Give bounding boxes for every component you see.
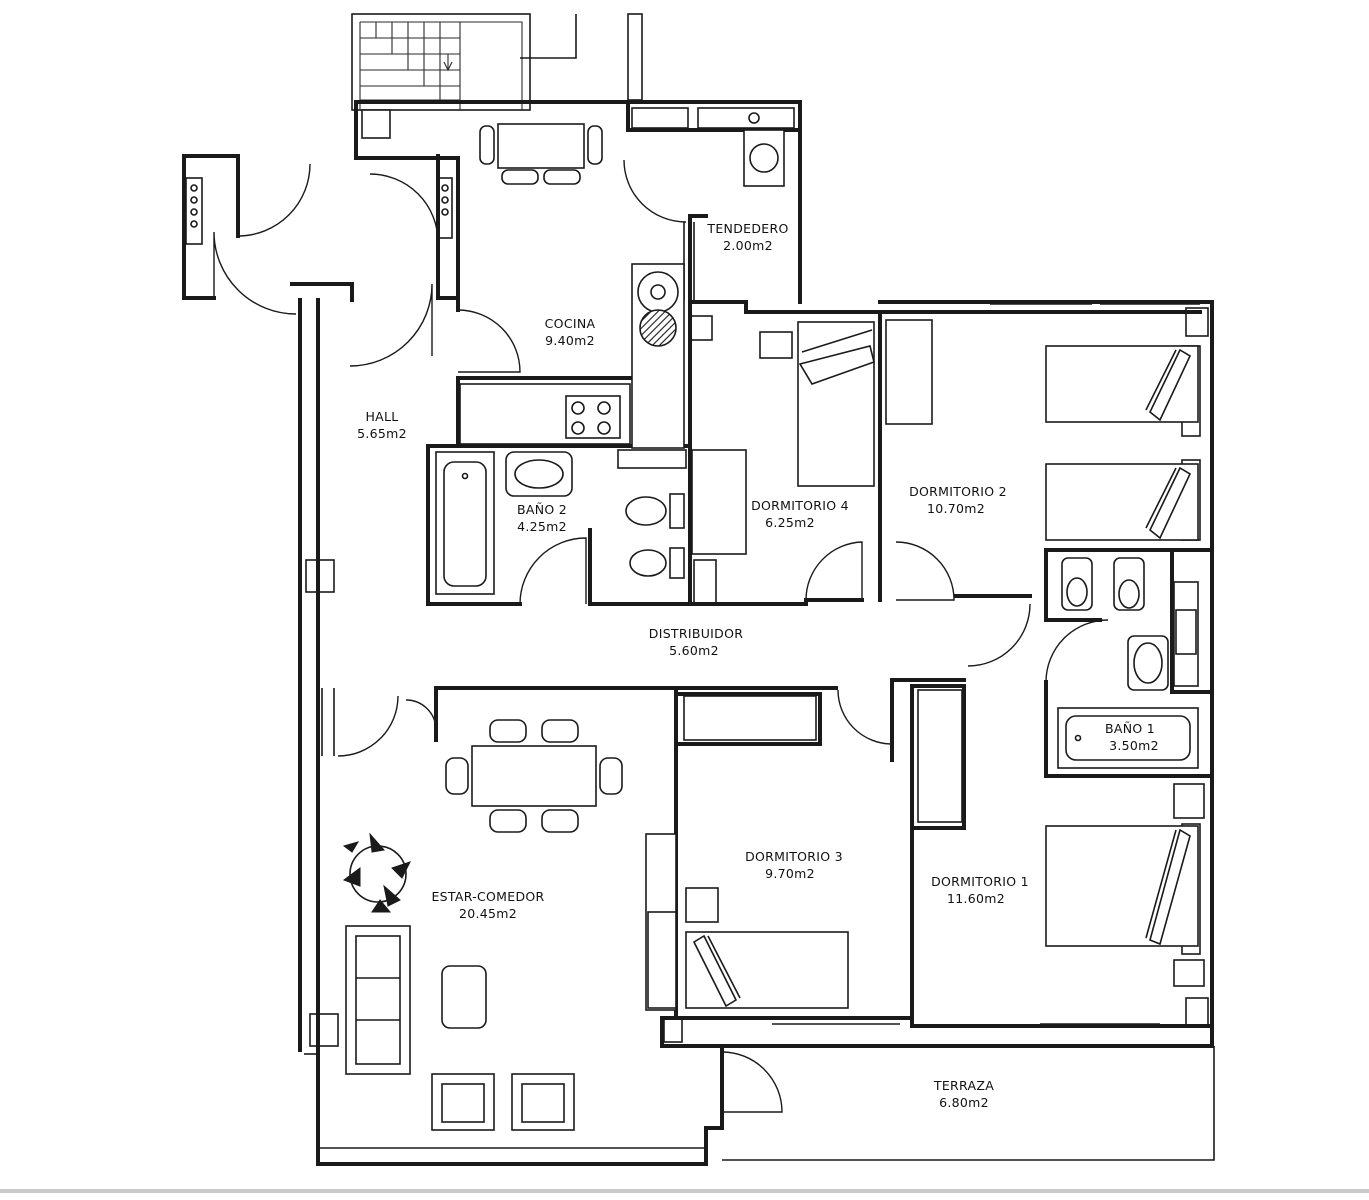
room-area-cocina: 9.40m2 (545, 333, 595, 348)
room-area-distribuidor: 5.60m2 (669, 643, 719, 658)
bed-icon (685, 887, 849, 1009)
room-area-bano1: 3.50m2 (1109, 738, 1159, 753)
room-area-dormitorio3: 9.70m2 (765, 866, 815, 881)
sink-icon (1127, 609, 1197, 691)
page-bottom-edge (0, 1189, 1369, 1193)
room-area-terraza: 6.80m2 (939, 1095, 989, 1110)
stairs-icon (351, 13, 643, 111)
bathtub-icon (435, 451, 495, 595)
room-area-bano2: 4.25m2 (517, 519, 567, 534)
washing-machine-icon (743, 112, 785, 187)
room-area-dormitorio1: 11.60m2 (947, 891, 1005, 906)
bed-icon (691, 321, 875, 555)
bed-icon (885, 319, 1199, 541)
room-name-estar-comedor: ESTAR-COMEDOR (431, 889, 544, 904)
dining-table (445, 719, 623, 833)
sofa-icon (345, 925, 411, 1075)
bathtub-icon (1057, 707, 1199, 769)
room-name-tendedero: TENDEDERO (706, 221, 788, 236)
room-labels: TENDEDERO 2.00m2 COCINA 9.40m2 HALL 5.65… (357, 221, 1159, 1110)
coffee-table (441, 965, 487, 1029)
room-name-dormitorio4: DORMITORIO 4 (751, 498, 849, 513)
armchair-icon (431, 1073, 575, 1131)
room-name-bano2: BAÑO 2 (517, 502, 567, 517)
potted-plant-icon (342, 832, 411, 913)
doors (213, 159, 1109, 1113)
sink-icon (505, 451, 573, 497)
room-name-terraza: TERRAZA (933, 1078, 994, 1093)
room-name-dormitorio1: DORMITORIO 1 (931, 874, 1029, 889)
room-name-hall: HALL (365, 409, 398, 424)
walls (182, 100, 1215, 1166)
kitchen-table (479, 123, 603, 185)
room-name-bano1: BAÑO 1 (1105, 721, 1155, 736)
room-area-dormitorio2: 10.70m2 (927, 501, 985, 516)
room-name-dormitorio2: DORMITORIO 2 (909, 484, 1007, 499)
room-name-dormitorio3: DORMITORIO 3 (745, 849, 843, 864)
toilet-icon (1061, 557, 1145, 611)
room-area-hall: 5.65m2 (357, 426, 407, 441)
room-area-tendedero: 2.00m2 (723, 238, 773, 253)
room-area-estar-comedor: 20.45m2 (459, 906, 517, 921)
room-area-dormitorio4: 6.25m2 (765, 515, 815, 530)
room-name-distribuidor: DISTRIBUIDOR (649, 626, 743, 641)
bed-icon (1045, 825, 1199, 947)
kitchen-appliances (459, 263, 685, 449)
toilet-icon (625, 493, 685, 579)
room-name-cocina: COCINA (545, 316, 596, 331)
